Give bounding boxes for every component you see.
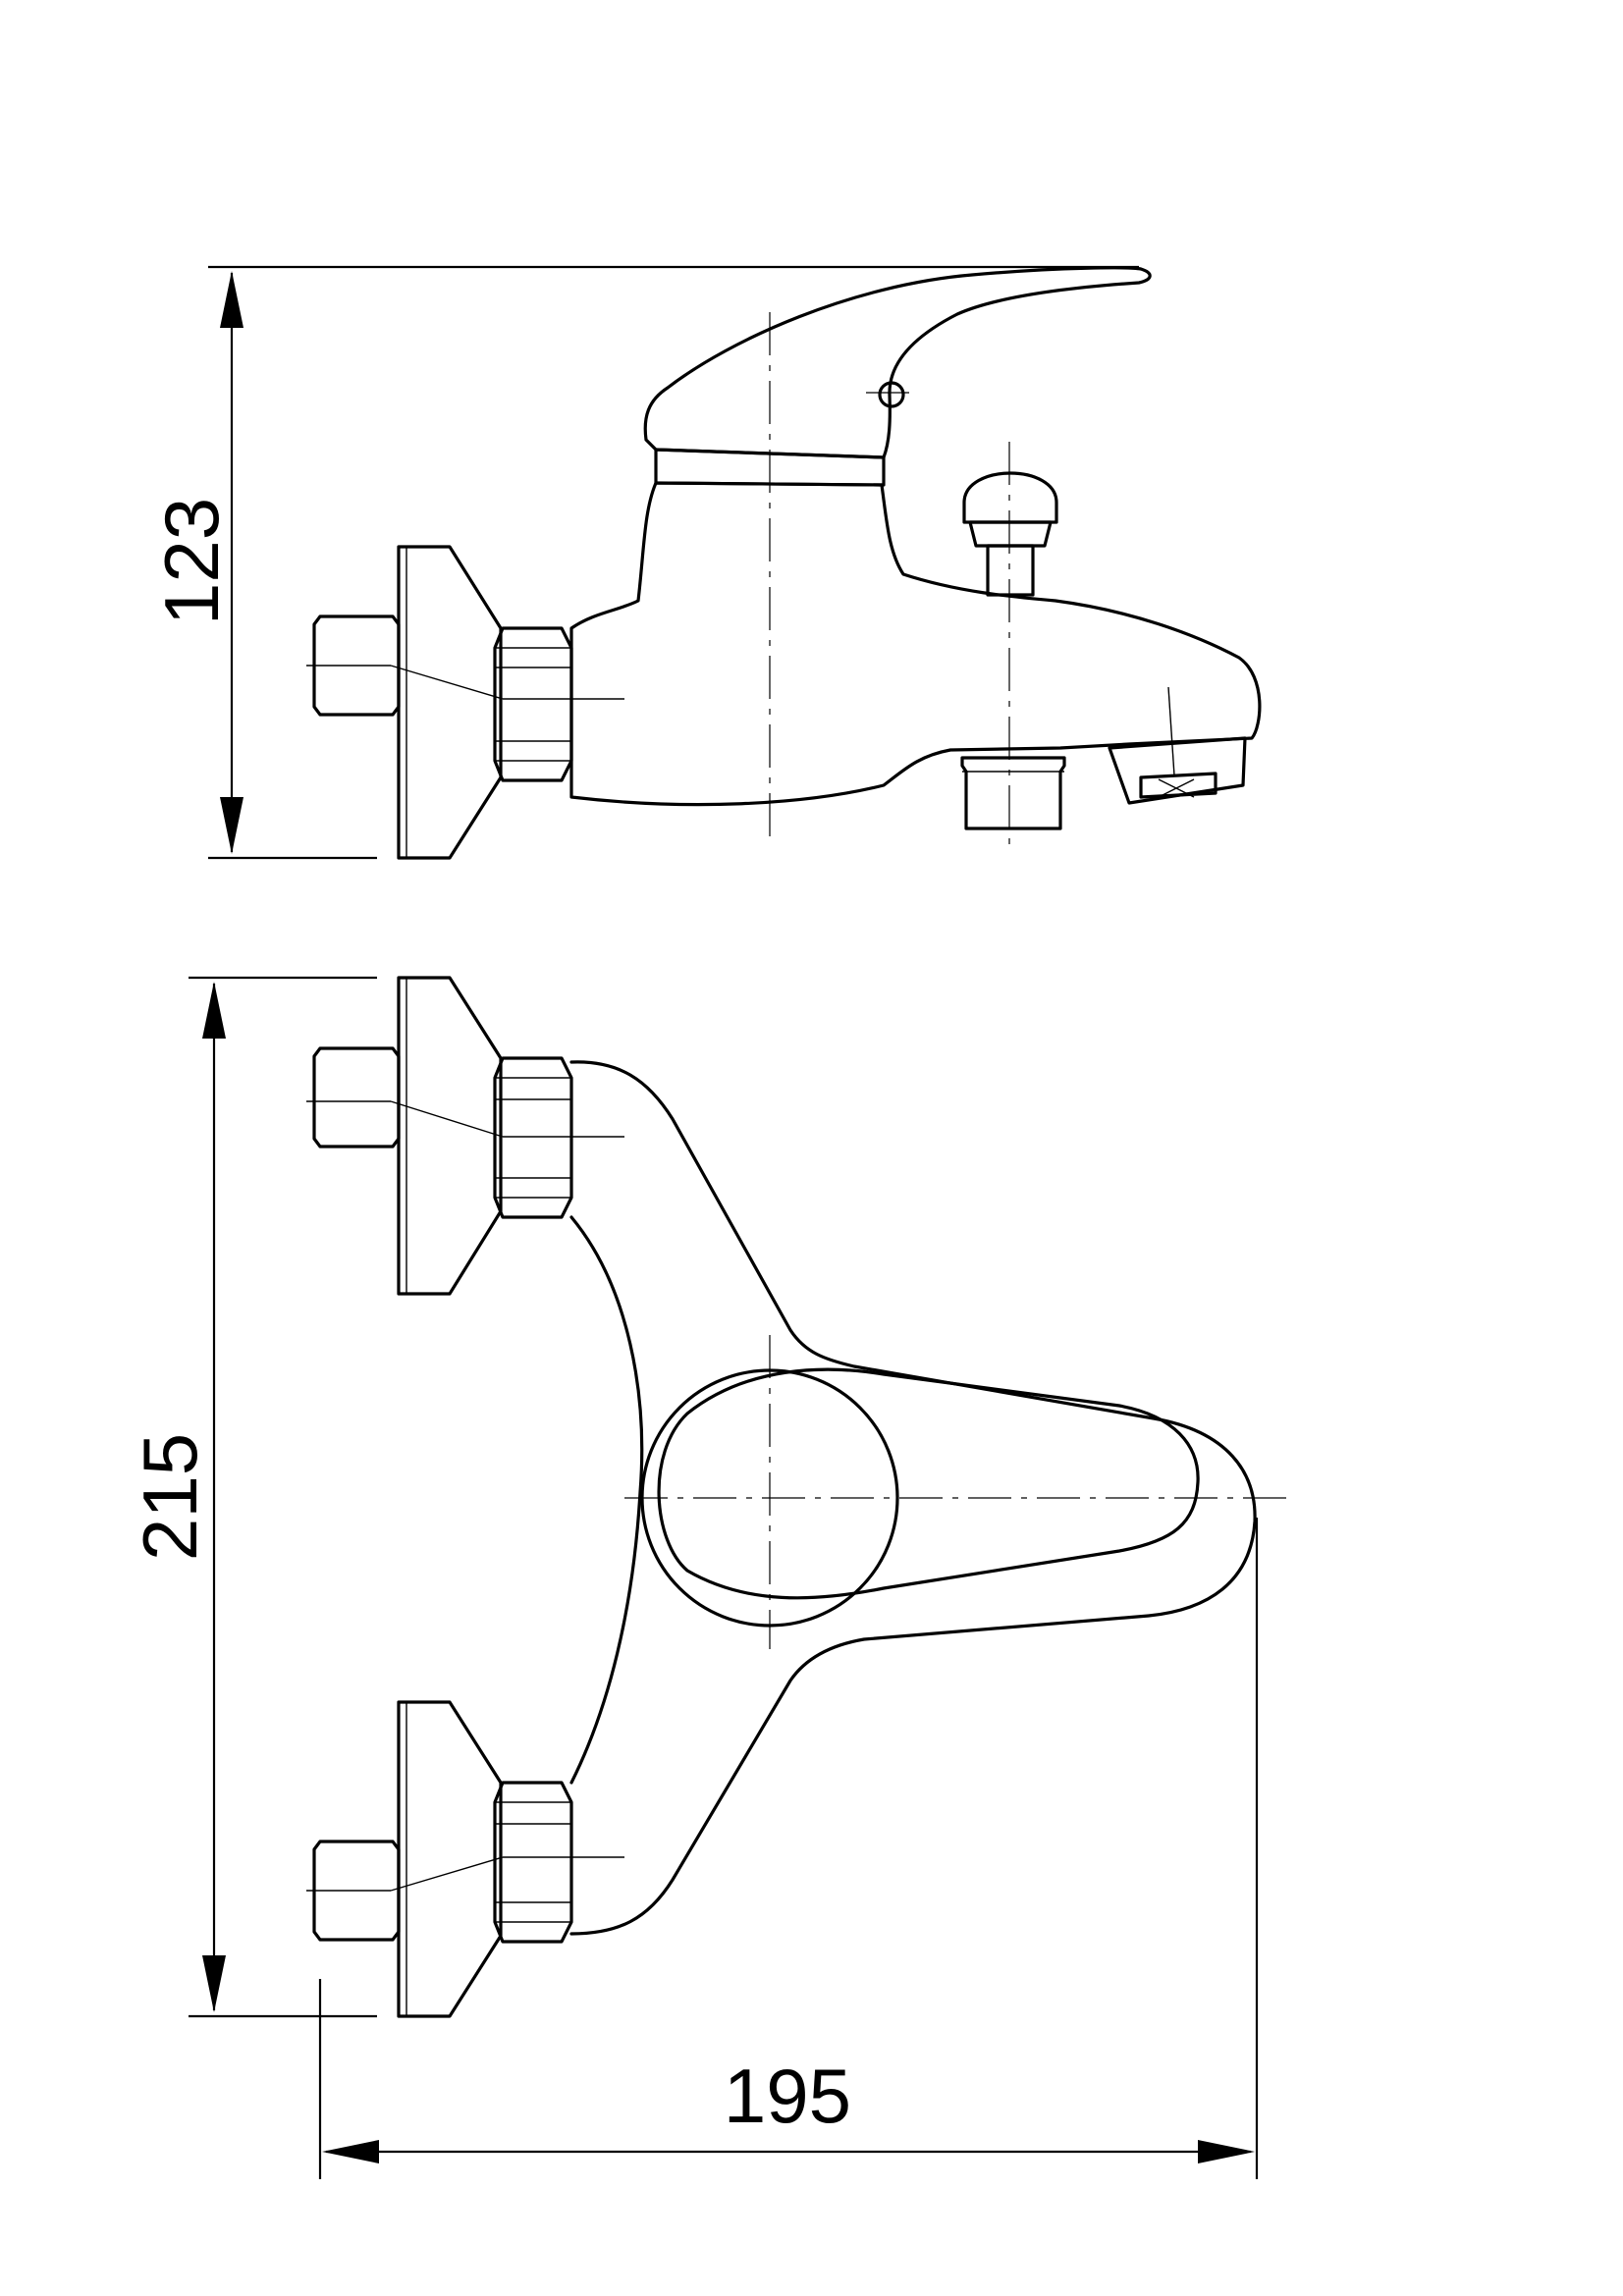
dimension-width: 195 <box>318 1518 1259 2179</box>
top-hex-nut-upper <box>493 1056 573 1219</box>
top-hex-nut-lower <box>493 1781 573 1944</box>
dimension-height-label: 123 <box>148 498 235 625</box>
top-inlet-stub-upper <box>312 1046 401 1148</box>
side-inlet-stub <box>312 614 401 717</box>
side-hex-nut <box>493 626 573 782</box>
top-wall-flange-lower <box>397 1700 503 2018</box>
side-lever-screw <box>878 381 905 408</box>
top-lever-handle <box>657 1367 1200 1600</box>
side-wall-flange <box>397 545 503 860</box>
side-diverter-knob <box>962 471 1058 524</box>
top-wall-flange-upper <box>397 976 503 1296</box>
dimension-depth: 215 <box>127 976 377 2018</box>
dimension-width-label: 195 <box>724 2053 851 2139</box>
dimension-depth-label: 215 <box>127 1433 213 1561</box>
side-lever-handle <box>643 266 1152 459</box>
side-spout-aerator <box>1108 736 1247 805</box>
top-inlet-stub-lower <box>312 1840 401 1942</box>
top-view <box>306 976 1286 2018</box>
side-mixer-body <box>569 481 1262 807</box>
top-mixer-body <box>569 1060 1257 1936</box>
side-outlet-connector <box>960 756 1066 830</box>
side-view <box>306 266 1262 860</box>
dimension-height: 123 <box>148 265 1139 860</box>
